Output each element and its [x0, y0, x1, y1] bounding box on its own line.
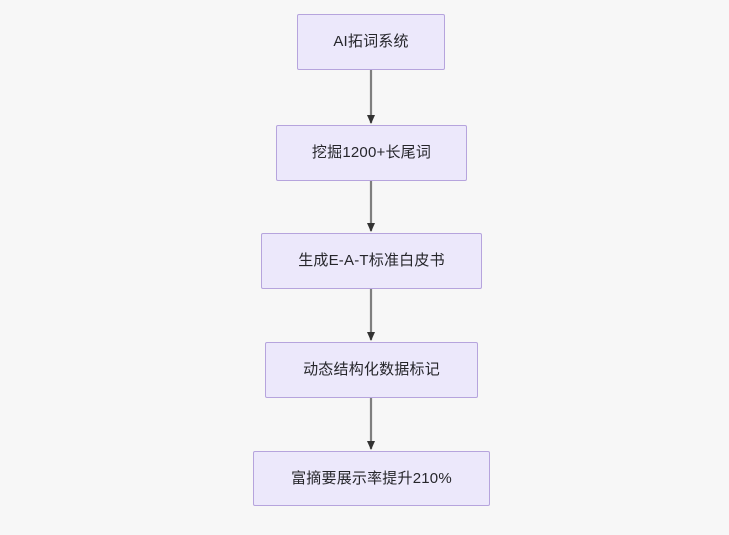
flowchart-node-ai-keyword-system[interactable]: AI拓词系统: [297, 14, 445, 70]
node-label: 动态结构化数据标记: [303, 361, 440, 378]
node-label: AI拓词系统: [333, 33, 409, 50]
flowchart-node-mine-longtail-keywords[interactable]: 挖掘1200+长尾词: [276, 125, 467, 181]
flowchart-node-dynamic-structured-data-markup[interactable]: 动态结构化数据标记: [265, 342, 478, 398]
flowchart-node-rich-snippet-rate-increase[interactable]: 富摘要展示率提升210%: [253, 451, 490, 506]
node-label: 富摘要展示率提升210%: [291, 469, 452, 487]
node-label: 生成E-A-T标准白皮书: [298, 252, 445, 269]
flowchart-node-generate-eat-whitepaper[interactable]: 生成E-A-T标准白皮书: [261, 233, 482, 289]
node-label: 挖掘1200+长尾词: [311, 144, 432, 161]
